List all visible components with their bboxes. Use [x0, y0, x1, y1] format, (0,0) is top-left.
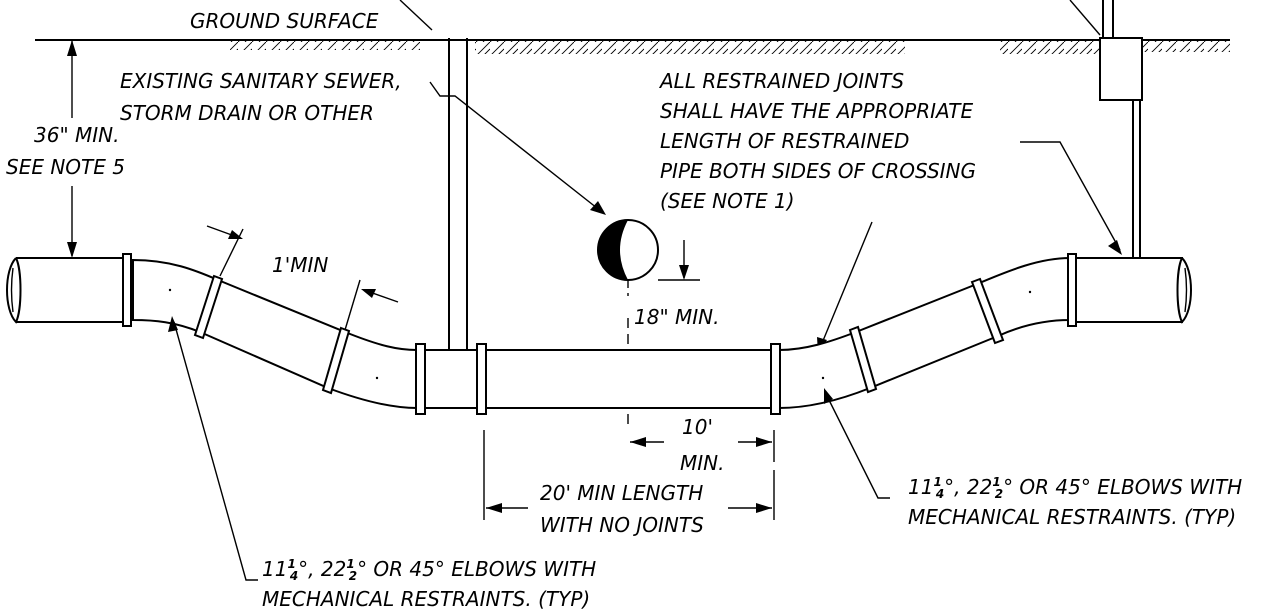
- valve-box: [1069, 0, 1143, 258]
- right-elbow-note-2: MECHANICAL RESTRAINTS. (TYP): [908, 505, 1236, 529]
- left-elbow-b-num: 1: [346, 557, 354, 571]
- twenty-foot-label-1: 20' MIN LENGTH: [540, 481, 703, 505]
- ten-foot-label-1: 10': [682, 415, 713, 439]
- restrained-leader-left: [819, 221, 873, 349]
- cover-dimension: [67, 40, 77, 258]
- left-elbow-rest: ° OR 45° ELBOWS WITH: [357, 557, 596, 581]
- left-elbow-a-whole: 11: [262, 557, 287, 581]
- ten-foot-label-2: MIN.: [680, 451, 724, 475]
- restrained-leader-right: [1020, 141, 1121, 251]
- twenty-foot-label-2: WITH NO JOINTS: [540, 513, 704, 537]
- right-elbow-b-sep: °, 22: [944, 475, 992, 499]
- right-elbow-b-den: 2: [995, 487, 1003, 501]
- existing-utility-pipe-section: [597, 219, 659, 281]
- water-main: [6, 253, 1192, 415]
- vertical-service-pipe: [448, 38, 468, 388]
- restrained-note-5: (SEE NOTE 1): [660, 189, 795, 213]
- left-elbow-b-den: 2: [349, 569, 357, 583]
- restrained-note-3: LENGTH OF RESTRAINED: [660, 129, 909, 153]
- separation-label: 18" MIN.: [634, 305, 719, 329]
- right-elbow-leader: [825, 393, 890, 499]
- one-foot-label: 1'MIN: [272, 253, 328, 277]
- one-foot-dimension: [206, 225, 399, 331]
- existing-utility-leader: [429, 81, 603, 213]
- ground-surface-label: GROUND SURFACE: [190, 9, 379, 33]
- ten-foot-dimension: [630, 430, 775, 462]
- right-elbow-rest: ° OR 45° ELBOWS WITH: [1003, 475, 1242, 499]
- right-elbow-a-whole: 11: [908, 475, 933, 499]
- existing-utility-label-2: STORM DRAIN OR OTHER: [120, 101, 374, 125]
- cover-label-1: 36" MIN.: [34, 123, 119, 147]
- restrained-note-4: PIPE BOTH SIDES OF CROSSING: [660, 159, 976, 183]
- left-elbow-a-den: 4: [289, 569, 298, 583]
- cover-label-2: SEE NOTE 5: [6, 155, 125, 179]
- ground-surface-leader: [399, 0, 433, 31]
- left-elbow-a-num: 1: [287, 557, 295, 571]
- twenty-foot-dimension: [483, 430, 775, 520]
- right-elbow-a-num: 1: [933, 475, 941, 489]
- existing-utility-label-1: EXISTING SANITARY SEWER,: [120, 69, 402, 93]
- right-elbow-b-num: 1: [992, 475, 1000, 489]
- ground-surface: [35, 39, 1230, 54]
- left-elbow-b-sep: °, 22: [298, 557, 346, 581]
- right-elbow-a-den: 4: [935, 487, 944, 501]
- restrained-note-1: ALL RESTRAINED JOINTS: [658, 69, 904, 93]
- restrained-note-2: SHALL HAVE THE APPROPRIATE: [660, 99, 973, 123]
- left-elbow-leader: [173, 321, 258, 581]
- left-elbow-note-2: MECHANICAL RESTRAINTS. (TYP): [262, 587, 590, 611]
